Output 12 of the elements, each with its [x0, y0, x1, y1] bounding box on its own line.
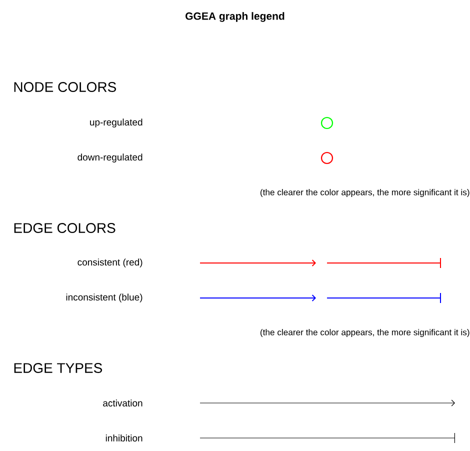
legend-label: consistent (red) — [78, 258, 142, 268]
section-heading: EDGE TYPES — [14, 363, 102, 373]
legend-label: inconsistent (blue) — [66, 294, 142, 302]
section-heading: NODE COLORS — [14, 82, 116, 92]
title: GGEA graph legend — [186, 12, 284, 22]
legend-label: up-regulated — [90, 118, 142, 128]
legend-label: activation — [103, 400, 142, 406]
legend-label: down-regulated — [78, 154, 142, 162]
note: (the clearer the color appears, the more significant it is) — [260, 329, 470, 338]
section-heading: EDGE COLORS — [14, 223, 116, 233]
note: (the clearer the color appears, the more significant it is) — [260, 189, 470, 198]
legend-label: inhibition — [106, 434, 142, 442]
